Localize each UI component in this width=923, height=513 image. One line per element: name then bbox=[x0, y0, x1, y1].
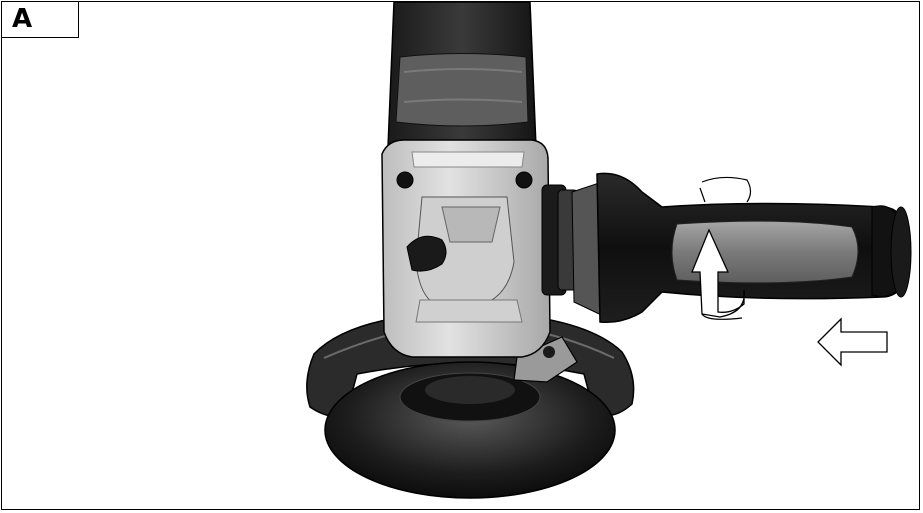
insert-direction-arrow-icon bbox=[818, 319, 887, 365]
figure-label: A bbox=[2, 2, 79, 38]
motor-housing bbox=[388, 2, 536, 147]
side-handle bbox=[542, 173, 911, 322]
gear-head bbox=[382, 140, 550, 357]
